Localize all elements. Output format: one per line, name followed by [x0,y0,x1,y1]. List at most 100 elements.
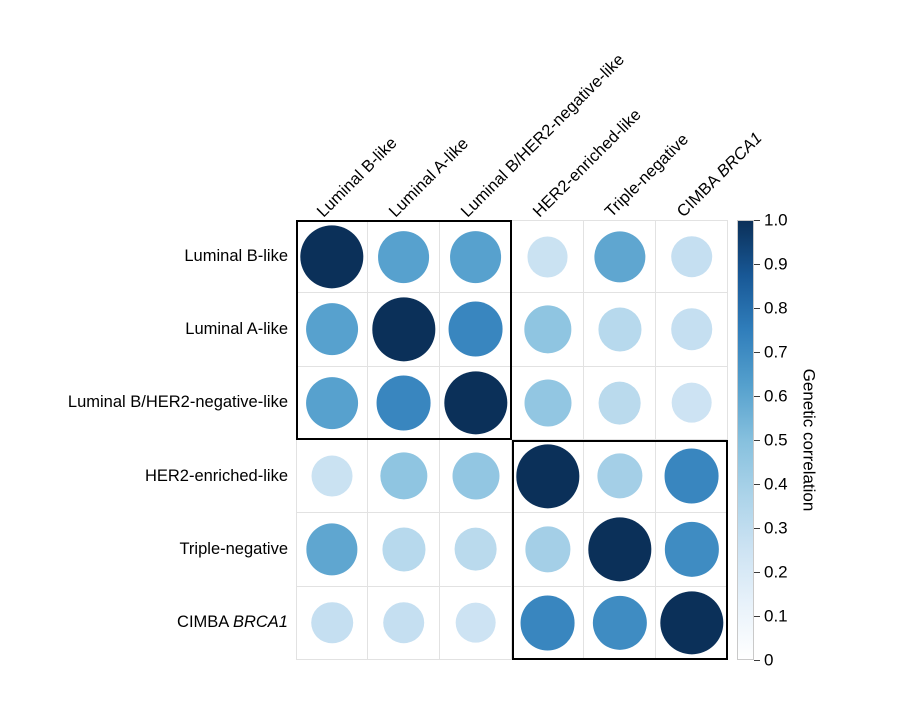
colorbar-tick-label: 0.5 [764,430,788,450]
colorbar-tick [754,220,760,221]
correlation-dot [664,448,719,504]
matrix-cell [656,220,728,294]
colorbar-tick [754,616,760,617]
colorbar-tick-label: 0.8 [764,298,788,318]
matrix-cell [368,293,440,367]
correlation-matrix-grid [296,220,728,660]
correlation-dot [527,236,568,278]
colorbar-tick [754,572,760,573]
row-label-2: Luminal B/HER2-negative-like [67,393,288,412]
matrix-cell [440,586,512,660]
correlation-dot [593,231,646,283]
correlation-dot [597,307,642,352]
matrix-cell [296,366,368,440]
correlation-dot [448,302,503,357]
row-label-5: CIMBA BRCA1 [177,613,288,632]
matrix-cell [584,440,656,514]
correlation-dot [306,523,358,576]
correlation-dot [377,230,430,283]
correlation-dot [382,602,425,644]
matrix-cell [440,440,512,514]
colorbar-tick [754,264,760,265]
matrix-cell [512,586,584,660]
matrix-cell [512,440,584,514]
correlation-dot [455,602,496,644]
correlation-dot [598,381,641,425]
matrix-cell [656,366,728,440]
correlation-dot [524,526,571,573]
colorbar-tick [754,396,760,397]
correlation-dot [300,224,364,289]
correlation-dot [520,595,575,651]
matrix-cell [368,440,440,514]
colorbar-tick-label: 0.3 [764,518,788,538]
matrix-cell [368,366,440,440]
row-label-3: HER2-enriched-like [144,466,288,485]
matrix-cell [584,293,656,367]
correlation-dot [379,452,428,500]
matrix-cell [296,513,368,587]
matrix-cell [368,220,440,294]
correlation-dot [596,453,643,499]
colorbar-tick-label: 0.2 [764,562,788,582]
colorbar-tick-label: 0.4 [764,474,788,494]
colorbar-tick-label: 0.7 [764,342,788,362]
matrix-cell [584,220,656,294]
colorbar-tick [754,660,760,661]
matrix-cell [296,293,368,367]
matrix-cell [368,586,440,660]
matrix-cell [440,220,512,294]
correlation-dot [659,591,724,655]
correlation-dot [670,308,713,351]
row-label-1: Luminal A-like [185,320,288,338]
colorbar-tick-label: 0.1 [764,606,788,626]
row-label-0: Luminal B-like [184,246,288,265]
correlation-dot [443,371,508,435]
correlation-dot [664,522,719,577]
matrix-cell [656,513,728,587]
matrix-cell [296,220,368,294]
correlation-dot [523,305,572,354]
matrix-cell [656,440,728,514]
matrix-cell [296,586,368,660]
matrix-cell [512,366,584,440]
matrix-cell [512,293,584,367]
correlation-dot [523,379,572,427]
matrix-cell [368,513,440,587]
correlation-dot [381,527,426,572]
colorbar-tick-label: 1.0 [764,210,788,230]
correlation-dot [670,235,713,278]
colorbar-tick [754,352,760,353]
row-label-4: Triple-negative [179,540,288,558]
matrix-cell [440,366,512,440]
matrix-cell [440,293,512,367]
matrix-cell [584,513,656,587]
correlation-dot [671,382,712,424]
correlation-dot [371,297,436,362]
correlation-dot [376,375,431,431]
colorbar-tick-label: 0.9 [764,254,788,274]
colorbar-tick [754,484,760,485]
matrix-cell [512,220,584,294]
matrix-cell [584,586,656,660]
colorbar-axis-title: Genetic correlation [799,368,819,512]
correlation-dot [454,528,497,571]
correlation-dot [306,303,358,356]
correlation-dot [449,230,502,283]
colorbar-gradient [737,220,754,660]
correlation-dot [311,602,353,644]
colorbar-tick-label: 0 [764,650,774,670]
matrix-cell [656,586,728,660]
correlation-dot [306,376,358,429]
matrix-cell [584,366,656,440]
correlation-dot [515,444,580,508]
correlation-dot [587,517,652,582]
matrix-cell [656,293,728,367]
colorbar-tick [754,528,760,529]
correlation-dot [311,455,353,497]
correlation-dot [451,452,500,500]
